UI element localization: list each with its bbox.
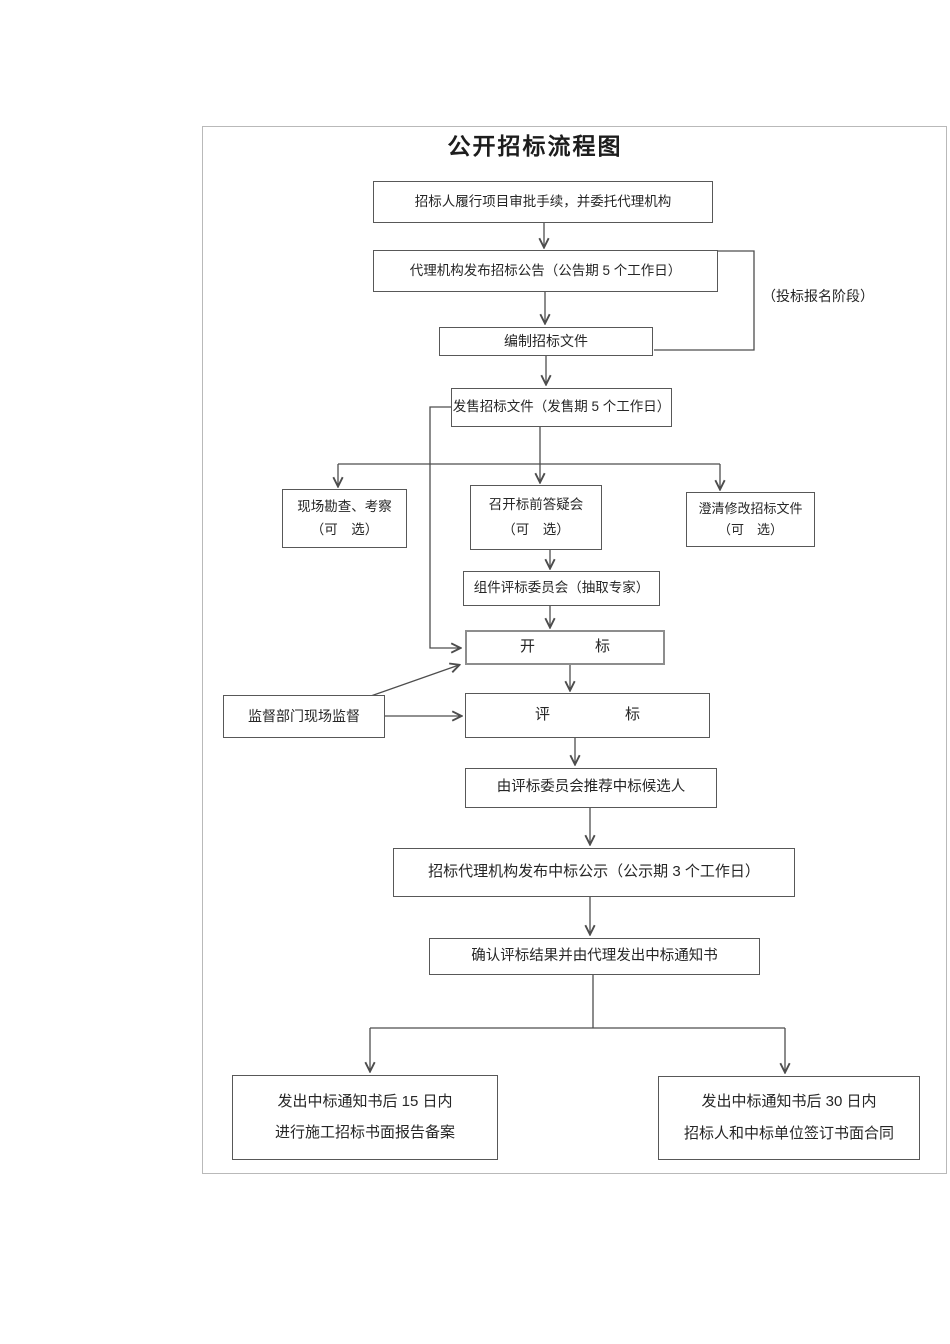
node-label: 监督部门现场监督 bbox=[248, 708, 360, 725]
node-sign-contract: 发出中标通知书后 30 日内 招标人和中标单位签订书面合同 bbox=[658, 1076, 920, 1160]
node-label-line2: （可 选） bbox=[717, 522, 783, 538]
node-label-line2: 招标人和中标单位签订书面合同 bbox=[683, 1124, 894, 1142]
node-label-line1: 发出中标通知书后 15 日内 bbox=[277, 1092, 453, 1110]
node-announcement: 代理机构发布招标公告（公告期 5 个工作日） bbox=[373, 250, 718, 292]
node-label-line1: 召开标前答疑会 bbox=[488, 497, 584, 513]
node-prepare-documents: 编制招标文件 bbox=[439, 327, 653, 356]
node-project-approval: 招标人履行项目审批手续，并委托代理机构 bbox=[373, 181, 713, 223]
node-evaluation-committee: 组件评标委员会（抽取专家） bbox=[463, 571, 660, 606]
node-label: 由评标委员会推荐中标候选人 bbox=[496, 779, 686, 796]
node-label: 组件评标委员会（抽取专家） bbox=[473, 580, 650, 596]
flowchart-frame bbox=[202, 126, 947, 1174]
node-label: 代理机构发布招标公告（公告期 5 个工作日） bbox=[409, 262, 682, 278]
bracket-registration-stage bbox=[654, 250, 755, 351]
node-label: 评 标 bbox=[534, 706, 640, 724]
node-bid-evaluation: 评 标 bbox=[465, 693, 710, 738]
node-label: 招标代理机构发布中标公示（公示期 3 个工作日） bbox=[428, 863, 760, 881]
connector-sell-bypass-open bbox=[429, 406, 460, 648]
node-site-survey: 现场勘查、考察 （可 选） bbox=[282, 489, 407, 548]
node-filing-report: 发出中标通知书后 15 日内 进行施工招标书面报告备案 bbox=[232, 1075, 498, 1160]
arrow-supervise-open bbox=[367, 665, 459, 698]
node-label-line2: 进行施工招标书面报告备案 bbox=[274, 1124, 455, 1142]
node-label: 发售招标文件（发售期 5 个工作日） bbox=[452, 399, 671, 415]
node-winner-publicity: 招标代理机构发布中标公示（公示期 3 个工作日） bbox=[393, 848, 795, 897]
node-bid-opening: 开 标 bbox=[465, 630, 665, 665]
node-label-line1: 澄清修改招标文件 bbox=[698, 501, 803, 517]
node-label-line1: 发出中标通知书后 30 日内 bbox=[701, 1093, 877, 1111]
node-clarify-documents: 澄清修改招标文件 （可 选） bbox=[686, 492, 815, 547]
registration-stage-note: （投标报名阶段） bbox=[762, 288, 874, 304]
node-label-line2: （可 选） bbox=[502, 521, 570, 537]
node-label-line1: 现场勘查、考察 bbox=[297, 499, 392, 515]
node-sell-documents: 发售招标文件（发售期 5 个工作日） bbox=[451, 388, 672, 427]
page-title: 公开招标流程图 bbox=[447, 133, 623, 159]
node-label: 编制招标文件 bbox=[504, 333, 588, 350]
node-label: 招标人履行项目审批手续，并委托代理机构 bbox=[414, 193, 672, 209]
node-label: 开 标 bbox=[519, 638, 610, 656]
node-label-line2: （可 选） bbox=[310, 521, 379, 537]
node-recommend-candidates: 由评标委员会推荐中标候选人 bbox=[465, 768, 717, 808]
node-pre-bid-meeting: 召开标前答疑会 （可 选） bbox=[470, 485, 602, 550]
node-onsite-supervision: 监督部门现场监督 bbox=[223, 695, 385, 738]
node-label: 确认评标结果并由代理发出中标通知书 bbox=[471, 947, 718, 964]
node-confirm-result-notice: 确认评标结果并由代理发出中标通知书 bbox=[429, 938, 760, 975]
